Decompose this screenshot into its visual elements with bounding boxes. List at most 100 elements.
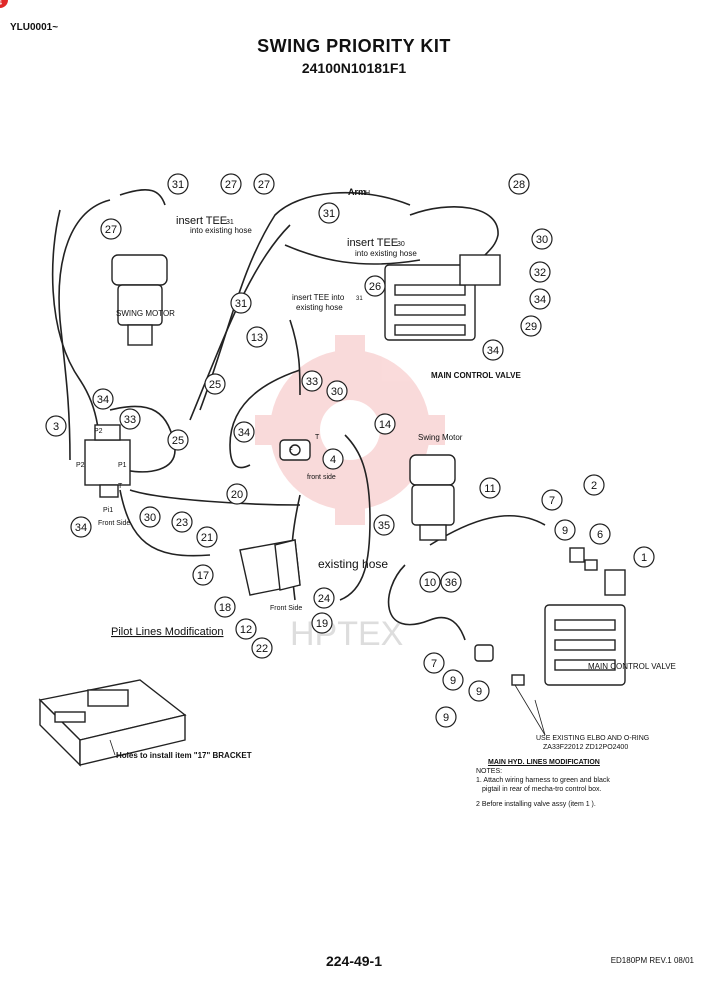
callout-34-b: 34 bbox=[487, 345, 499, 357]
callout-3: 3 bbox=[53, 421, 59, 433]
note-line: pigtail in rear of mecha-tro control box… bbox=[482, 786, 602, 793]
cab-floor-sketch bbox=[38, 679, 187, 767]
callout-33-a: 33 bbox=[306, 376, 318, 388]
callout-circles bbox=[45, 173, 655, 728]
callout-32: 32 bbox=[534, 267, 546, 279]
callout-34-c: 34 bbox=[97, 394, 109, 406]
leader-lines bbox=[109, 684, 546, 756]
insert-tee-top-label: insert TEE bbox=[176, 215, 227, 227]
part-number: 24100N10181F1 bbox=[301, 60, 407, 76]
swing-motor-top bbox=[111, 254, 168, 346]
into-existing-hose-label-2: into existing hose bbox=[355, 249, 417, 258]
callout-11: 11 bbox=[484, 483, 495, 495]
callout-2-a: 2 bbox=[591, 480, 597, 492]
callout-10: 10 bbox=[424, 577, 436, 589]
fitting-6 bbox=[584, 559, 598, 571]
callout-31-a: 31 bbox=[172, 179, 184, 191]
callout-33-b: 33 bbox=[124, 414, 136, 426]
diagram-labels: insert TEE 31 into existing hose insert … bbox=[76, 187, 676, 760]
callout-4: 4 bbox=[330, 454, 336, 466]
components bbox=[38, 254, 626, 767]
arm-label: Arm bbox=[348, 187, 366, 197]
callout-28: 28 bbox=[513, 179, 525, 191]
callout-23: 23 bbox=[176, 517, 188, 529]
callout-35: 35 bbox=[378, 520, 390, 532]
callout-36: 36 bbox=[445, 577, 457, 589]
notes-heading: MAIN HYD. LINES MODIFICATION bbox=[488, 759, 600, 766]
use-existing-parts: ZA33F22012 ZD12PO2400 bbox=[543, 744, 628, 751]
callout-30-c: 30 bbox=[144, 512, 156, 524]
callout-6: 6 bbox=[597, 529, 603, 541]
front-side-label: front side bbox=[307, 474, 336, 481]
port-p1-label: P1 bbox=[118, 462, 127, 469]
holes-bracket-label: Holes to install item "17" BRACKET bbox=[116, 751, 252, 760]
existing-hose-label: existing hose bbox=[318, 557, 388, 571]
port-p2-label: P2 bbox=[94, 428, 103, 435]
port-p2-label-2: P2 bbox=[76, 462, 85, 469]
use-existing-label: USE EXISTING ELBO AND O-RING bbox=[536, 735, 649, 742]
fitting-2 bbox=[569, 547, 585, 563]
callout-19: 19 bbox=[316, 618, 328, 630]
notes-label: NOTES: bbox=[476, 768, 503, 775]
fitting-lower bbox=[474, 644, 525, 686]
callout-31-c: 31 bbox=[235, 298, 247, 310]
tee-fitting-4 bbox=[279, 439, 311, 461]
callout-27-b: 27 bbox=[258, 179, 270, 191]
callout-27-c: 27 bbox=[105, 224, 117, 236]
insert-tee-right-ref: 30 bbox=[397, 241, 405, 248]
watermark-text: HPTEX bbox=[290, 615, 403, 653]
port-f-label: F bbox=[289, 448, 293, 454]
arm-letter: H bbox=[365, 190, 370, 197]
front-side-label-2: Front Side bbox=[98, 520, 130, 527]
note-line: 2 Before installing valve assy (item 1 )… bbox=[476, 801, 596, 808]
callout-25-a: 25 bbox=[209, 379, 221, 391]
existing-hose-small-label: existing hose bbox=[296, 303, 343, 312]
pilot-lines-heading: Pilot Lines Modification bbox=[111, 626, 224, 638]
callout-30-a: 30 bbox=[536, 234, 548, 246]
page-code: 224-49-1 bbox=[325, 953, 383, 969]
page-title: SWING PRIORITY KIT bbox=[257, 36, 451, 56]
main-control-valve-top bbox=[384, 254, 501, 341]
swing-motor-label-2: Swing Motor bbox=[418, 433, 463, 442]
main-control-valve-label: MAIN CONTROL VALVE bbox=[431, 371, 521, 380]
valve-assy-1 bbox=[604, 569, 626, 596]
insert-tee-left-ref: 31 bbox=[356, 296, 363, 302]
callout-24: 24 bbox=[318, 593, 330, 605]
document-reference: YLU0001~ bbox=[10, 22, 59, 33]
corner-badge: 4 bbox=[0, 0, 8, 8]
callout-20: 20 bbox=[231, 489, 243, 501]
revision-label: ED180PM REV.1 08/01 bbox=[610, 956, 694, 965]
into-existing-hose-label: into existing hose bbox=[190, 226, 252, 235]
valve-block-left bbox=[84, 424, 131, 498]
insert-tee-right-label: insert TEE bbox=[347, 237, 398, 249]
callout-18: 18 bbox=[219, 602, 231, 614]
callout-27-a: 27 bbox=[225, 179, 237, 191]
callout-7-b: 7 bbox=[431, 658, 437, 670]
callout-numbers: 31 27 27 27 28 31 30 32 26 31 34 29 13 3… bbox=[53, 179, 647, 724]
callout-29: 29 bbox=[525, 321, 537, 333]
bracket-17 bbox=[239, 539, 301, 596]
callout-34-d: 34 bbox=[238, 427, 250, 439]
callout-9-a: 9 bbox=[562, 525, 568, 537]
front-side-label-3: Front Side bbox=[270, 605, 302, 612]
callout-34-e: 34 bbox=[75, 522, 87, 534]
callout-34-a: 34 bbox=[534, 294, 546, 306]
callout-22: 22 bbox=[256, 643, 268, 655]
callout-21: 21 bbox=[201, 532, 213, 544]
port-t-label: T bbox=[118, 483, 123, 490]
insert-tee-top-ref: 31 bbox=[226, 219, 234, 226]
callout-9-b: 9 bbox=[450, 675, 456, 687]
swing-motor-center bbox=[409, 454, 456, 541]
callout-25-b: 25 bbox=[172, 435, 184, 447]
swing-motor-label: SWING MOTOR bbox=[116, 309, 175, 318]
callout-13: 13 bbox=[251, 332, 263, 344]
insert-tee-left-label: insert TEE into bbox=[292, 293, 345, 302]
callout-12: 12 bbox=[240, 624, 252, 636]
port-pi1-label: Pi1 bbox=[103, 507, 113, 514]
callout-14: 14 bbox=[379, 419, 391, 431]
callout-17: 17 bbox=[197, 570, 209, 582]
callout-1: 1 bbox=[641, 552, 647, 564]
callout-30-b: 30 bbox=[331, 386, 343, 398]
main-control-valve-label-2: MAIN CONTROL VALVE bbox=[588, 662, 676, 671]
port-t-label-2: T bbox=[315, 434, 320, 441]
